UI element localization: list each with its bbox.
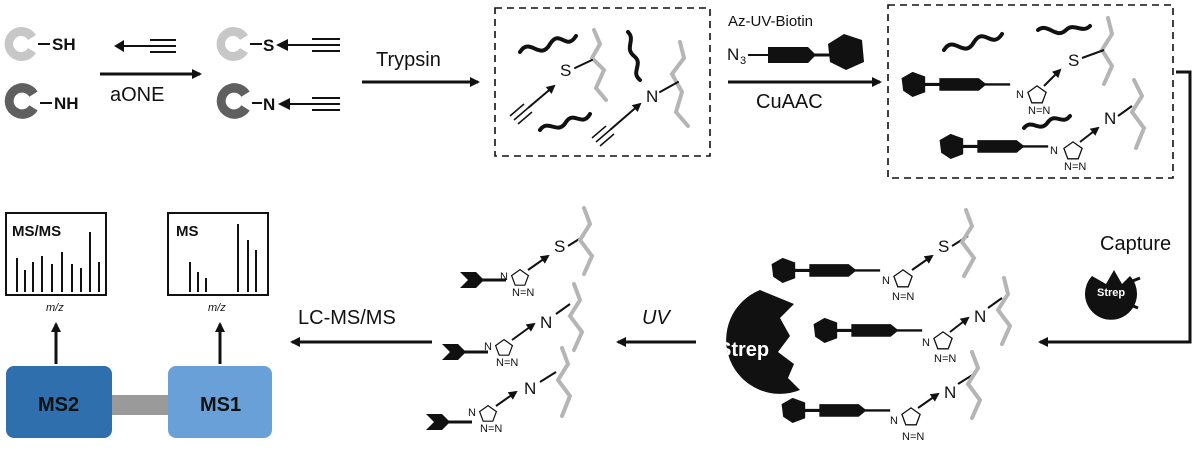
probe-alkyne-1 [114, 39, 176, 53]
released-triazole-n-1: N [500, 271, 508, 283]
azide-symbol: N [727, 45, 739, 64]
released-peptide-2 [440, 282, 585, 362]
released-triazole-n-2: N [484, 341, 492, 353]
released-triazole-nn-1: N=N [512, 287, 534, 299]
alkyne-handle-1 [509, 84, 556, 125]
bound-tag-1 [769, 208, 977, 288]
label-capture: Capture [1100, 233, 1171, 255]
label-lcmsms: LC-MS/MS [298, 307, 396, 329]
ms2-label: MS2 [38, 394, 79, 416]
msms-spectrum [5, 212, 107, 296]
triazole-n-2: N [1050, 145, 1058, 157]
released-nitrogen-2: N [524, 379, 536, 398]
streptavidin-bead [726, 290, 800, 394]
biotin-reagent-glyph [748, 34, 864, 70]
streptavidin-small [1085, 270, 1141, 320]
released-peptide-1 [458, 206, 595, 290]
label-biotin-reagent: Az-UV-Biotin [728, 13, 813, 30]
triazole-n-1: N [1016, 89, 1024, 101]
bound-triazole-nn-3: N=N [902, 431, 924, 443]
arrow-capture-connector [1038, 70, 1192, 347]
ms-spectrum [167, 212, 269, 296]
bound-nitrogen-2: N [944, 383, 956, 402]
peptide-nitrogen-2: N [1104, 109, 1116, 128]
triazole-nn-2: N=N [1064, 161, 1086, 173]
protein-thiol-labeled: S [216, 27, 340, 62]
msms-title: MS/MS [12, 223, 61, 240]
released-triazole-nn-2: N=N [496, 357, 518, 369]
released-nitrogen-1: N [540, 313, 552, 332]
azide-subscript: 3 [740, 55, 746, 67]
thiol-label: SH [52, 35, 76, 54]
thioether-label: S [263, 36, 274, 55]
peptide-mix-2 [942, 16, 1147, 150]
amine-label: NH [54, 94, 79, 113]
peptide-nitrogen-1: N [646, 87, 658, 106]
bound-triazole-n-2: N [922, 337, 930, 349]
ms1-label: MS1 [200, 394, 241, 416]
label-uv: UV [642, 307, 671, 329]
released-sulfur: S [554, 237, 565, 256]
peptide-sulfur-2: S [1068, 51, 1079, 70]
bound-triazole-n-1: N [882, 275, 890, 287]
bound-sulfur: S [938, 237, 949, 256]
ms-title: MS [176, 223, 199, 240]
alkyne-handle-2 [591, 102, 642, 147]
triazole-nn-1: N=N [1028, 105, 1050, 117]
strep-large-label: Strep [718, 339, 769, 361]
bound-triazole-nn-1: N=N [892, 291, 914, 303]
bound-tag-3 [779, 350, 983, 426]
protein-amine: NH [4, 83, 79, 119]
strep-small-label: Strep [1097, 287, 1125, 299]
biotin-tag-1 [899, 68, 1062, 104]
bound-triazole-nn-2: N=N [934, 353, 956, 365]
released-peptide-3 [424, 346, 573, 432]
bound-triazole-n-3: N [890, 415, 898, 427]
label-trypsin: Trypsin [376, 49, 441, 71]
peptide-sulfur-1: S [560, 61, 571, 80]
biotin-tag-2 [937, 126, 1100, 161]
msms-axis-label: m/z [46, 302, 64, 314]
bound-nitrogen-1: N [974, 307, 986, 326]
label-aone: aONE [110, 84, 164, 106]
ms-axis-label: m/z [208, 302, 226, 314]
protein-thiol: SH [4, 27, 76, 62]
peptide-mix-1 [518, 28, 690, 132]
released-triazole-n-3: N [468, 407, 476, 419]
peptide-box-1 [494, 7, 711, 157]
label-cuaac: CuAAC [756, 91, 823, 113]
bound-tag-2 [811, 276, 1013, 350]
mass-spectrometer [6, 366, 272, 438]
released-triazole-nn-3: N=N [480, 423, 502, 435]
protein-amine-labeled: N [216, 83, 340, 119]
amine-adduct-label: N [263, 95, 275, 114]
peptide-box-2 [887, 4, 1174, 179]
